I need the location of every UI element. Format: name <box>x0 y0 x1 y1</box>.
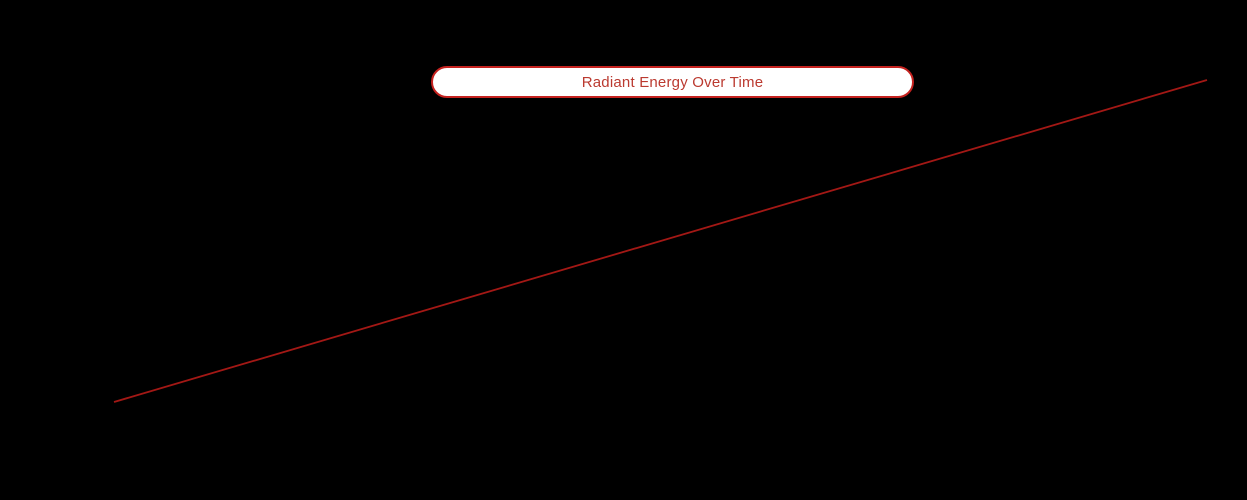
chart-title-pill: Radiant Energy Over Time <box>431 66 914 98</box>
series-line <box>113 79 1208 403</box>
chart-title: Radiant Energy Over Time <box>581 73 764 91</box>
